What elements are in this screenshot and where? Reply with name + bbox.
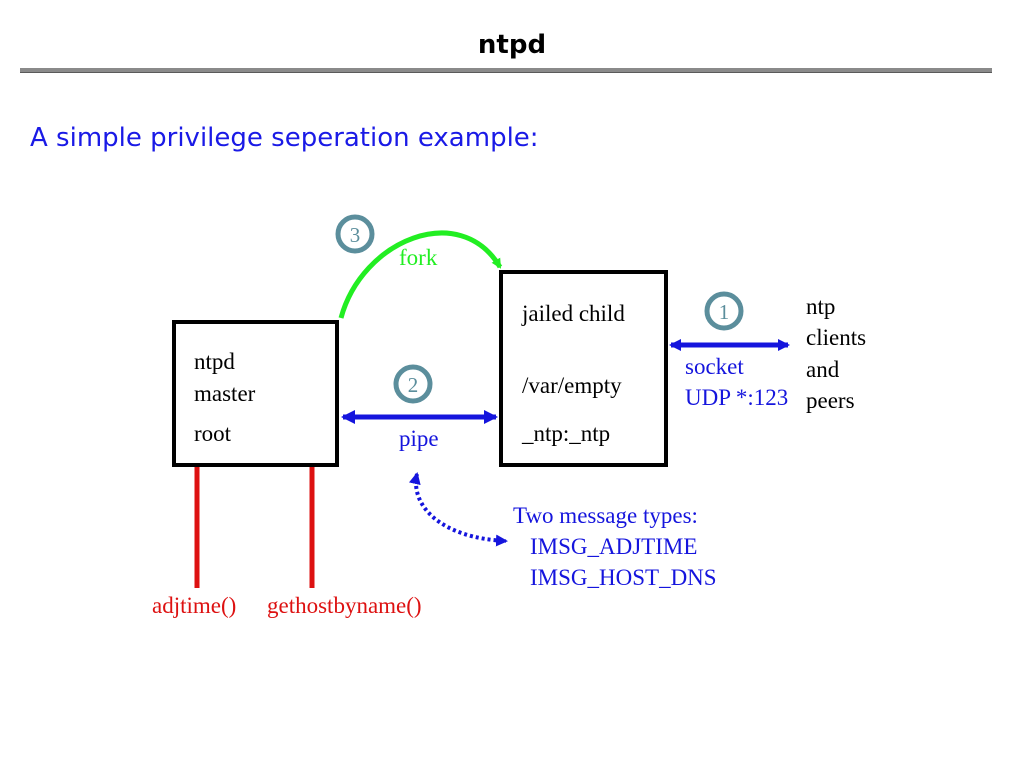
child-process-box <box>499 270 668 467</box>
fork-label: fork <box>399 245 438 270</box>
peers-label-line-1: ntp <box>806 294 835 319</box>
step-1-number: 1 <box>719 300 730 324</box>
syscall-gethostbyname-label: gethostbyname() <box>267 593 422 618</box>
message-type-host-dns: IMSG_HOST_DNS <box>530 565 717 590</box>
step-2-number: 2 <box>408 373 419 397</box>
master-box-line-role: master <box>194 381 256 406</box>
slide-title: ntpd <box>477 30 547 60</box>
message-type-adjtime: IMSG_ADJTIME <box>530 534 697 559</box>
peers-label-line-2: clients <box>806 325 866 350</box>
syscall-adjtime-label: adjtime() <box>152 593 236 618</box>
child-box-line-name: jailed child <box>521 301 625 326</box>
step-2-circle <box>393 364 433 404</box>
master-box-line-name: ntpd <box>194 349 235 374</box>
step-3-circle <box>335 214 375 254</box>
pipe-label: pipe <box>399 426 439 451</box>
socket-label-type: socket <box>685 354 744 379</box>
message-types-dotted-arrow <box>408 472 508 547</box>
master-process-box <box>172 320 339 467</box>
child-box-line-chroot: /var/empty <box>522 373 622 398</box>
child-box-line-user: _ntp:_ntp <box>521 421 610 446</box>
fork-arrow <box>338 230 503 319</box>
step-3-number: 3 <box>350 223 361 247</box>
peers-label-line-3: and <box>806 357 840 382</box>
message-types-heading: Two message types: <box>513 503 698 528</box>
slide-subtitle: A simple privilege seperation example: <box>30 123 539 153</box>
title-divider <box>20 68 992 73</box>
socket-label-port: UDP *:123 <box>685 385 788 410</box>
step-1-circle <box>704 291 744 331</box>
peers-label-line-4: peers <box>806 388 855 413</box>
master-box-line-user: root <box>194 421 232 446</box>
